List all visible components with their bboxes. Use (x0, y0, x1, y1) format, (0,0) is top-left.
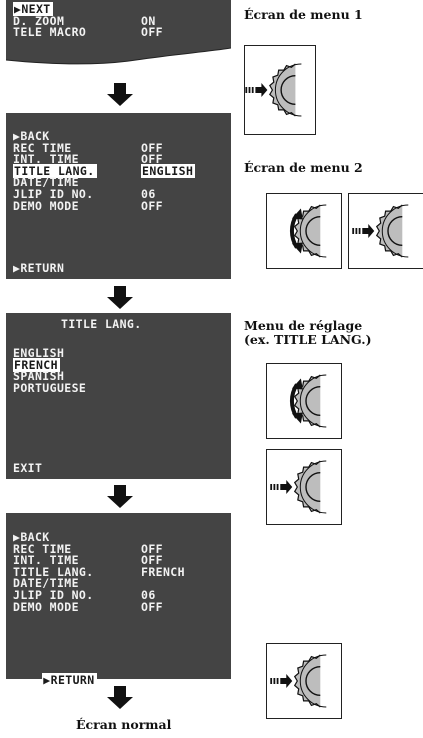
dial-push-1 (244, 45, 316, 135)
menu-item-label: INT. TIME (13, 152, 79, 167)
menu-item-label: DATE/TIME (13, 576, 79, 591)
screen-1-background (6, 0, 231, 65)
caption-setting-menu: Menu de réglage (ex. TITLE LANG.) (244, 318, 372, 347)
menu-item[interactable]: JLIP ID NO. (13, 588, 94, 602)
menu-item-value: OFF (141, 25, 163, 40)
language-option[interactable]: SPANISH (13, 369, 65, 384)
caption-menu-2: Écran de menu 2 (244, 160, 363, 175)
down-arrow-icon (107, 485, 133, 508)
menu-item[interactable]: INT. TIME (13, 152, 79, 167)
menu-item[interactable]: JLIP ID NO. (13, 187, 94, 201)
menu-item[interactable]: INT. TIME (13, 553, 79, 568)
language-option[interactable]: ENGLISH (13, 346, 65, 360)
down-arrow-icon (107, 686, 133, 709)
language-option[interactable]: PORTUGUESE (13, 380, 87, 395)
push-arrow-icon (270, 480, 293, 494)
menu-item-label: TITLE LANG. (13, 163, 97, 178)
menu-item-label: D. ZOOM (13, 13, 65, 28)
down-arrow-icon (107, 83, 133, 106)
push-arrow-icon (245, 83, 268, 97)
menu-item-value: FRENCH (141, 564, 185, 579)
menu-item-label: REC TIME (13, 541, 72, 556)
menu-item-label: JLIP ID NO. (13, 187, 94, 201)
menu-item[interactable]: REC TIME (13, 140, 72, 155)
language-option[interactable]: FRENCH (13, 357, 60, 372)
menu-item-label: DEMO MODE (13, 198, 79, 213)
menu-item-value: ON (141, 13, 156, 28)
menu-item[interactable]: ▶BACK (13, 129, 50, 143)
menu-item-value: OFF (141, 599, 163, 614)
dial-push-2 (348, 193, 423, 269)
menu-item-value: 06 (141, 588, 156, 602)
menu-item-label: ▶NEXT (13, 2, 53, 16)
menu-item-label: ▶BACK (13, 129, 50, 143)
screen-2-return[interactable]: ▶RETURN (13, 261, 65, 275)
menu-item[interactable]: TITLE LANG. (13, 564, 94, 579)
dial-rotate-1 (266, 193, 342, 269)
menu-item-label: REC TIME (13, 140, 72, 155)
menu-item[interactable]: TITLE LANG. (13, 163, 97, 178)
menu-item-label: TELE MACRO (13, 25, 87, 40)
menu-item-value: OFF (141, 553, 163, 568)
menu-item[interactable]: DATE/TIME (13, 578, 79, 590)
menu-item[interactable]: REC TIME (13, 541, 72, 556)
menu-item-label: ▶BACK (13, 530, 50, 544)
menu-item[interactable]: D. ZOOM (13, 13, 65, 28)
menu-item-value: ENGLISH (141, 163, 196, 178)
menu-item[interactable]: ▶BACK (13, 530, 50, 544)
menu-item-label: JLIP ID NO. (13, 588, 94, 602)
menu-item-value: OFF (141, 541, 163, 556)
push-arrow-icon (270, 674, 293, 688)
caption-normal-screen: Écran normal (76, 717, 172, 732)
dial-push-3 (266, 449, 342, 525)
menu-item[interactable]: TELE MACRO (13, 25, 87, 40)
screen-4-return[interactable]: ▶RETURN (13, 663, 97, 698)
menu-item-value: OFF (141, 140, 163, 155)
menu-item-label: DEMO MODE (13, 599, 79, 614)
push-arrow-icon (352, 224, 375, 238)
setting-screen-title: TITLE LANG. (61, 317, 142, 331)
caption-menu-1: Écran de menu 1 (244, 7, 363, 22)
dial-rotate-2 (266, 363, 342, 439)
menu-item-value: 06 (141, 187, 156, 201)
menu-item[interactable]: DATE/TIME (13, 177, 79, 189)
exit-option[interactable]: EXIT (13, 461, 43, 475)
menu-item[interactable]: DEMO MODE (13, 198, 79, 213)
menu-item-value: OFF (141, 198, 163, 213)
menu-item[interactable]: DEMO MODE (13, 599, 79, 614)
menu-item[interactable]: ▶NEXT (13, 2, 53, 16)
dial-push-4 (266, 643, 342, 719)
menu-item-value: OFF (141, 152, 163, 167)
rotate-arrow-icon (289, 378, 303, 424)
down-arrow-icon (107, 286, 133, 309)
menu-item-label: DATE/TIME (13, 175, 79, 190)
return-highlighted: ▶RETURN (42, 672, 97, 687)
rotate-arrow-icon (289, 208, 303, 254)
menu-item-label: TITLE LANG. (13, 564, 94, 579)
menu-item-label: INT. TIME (13, 553, 79, 568)
